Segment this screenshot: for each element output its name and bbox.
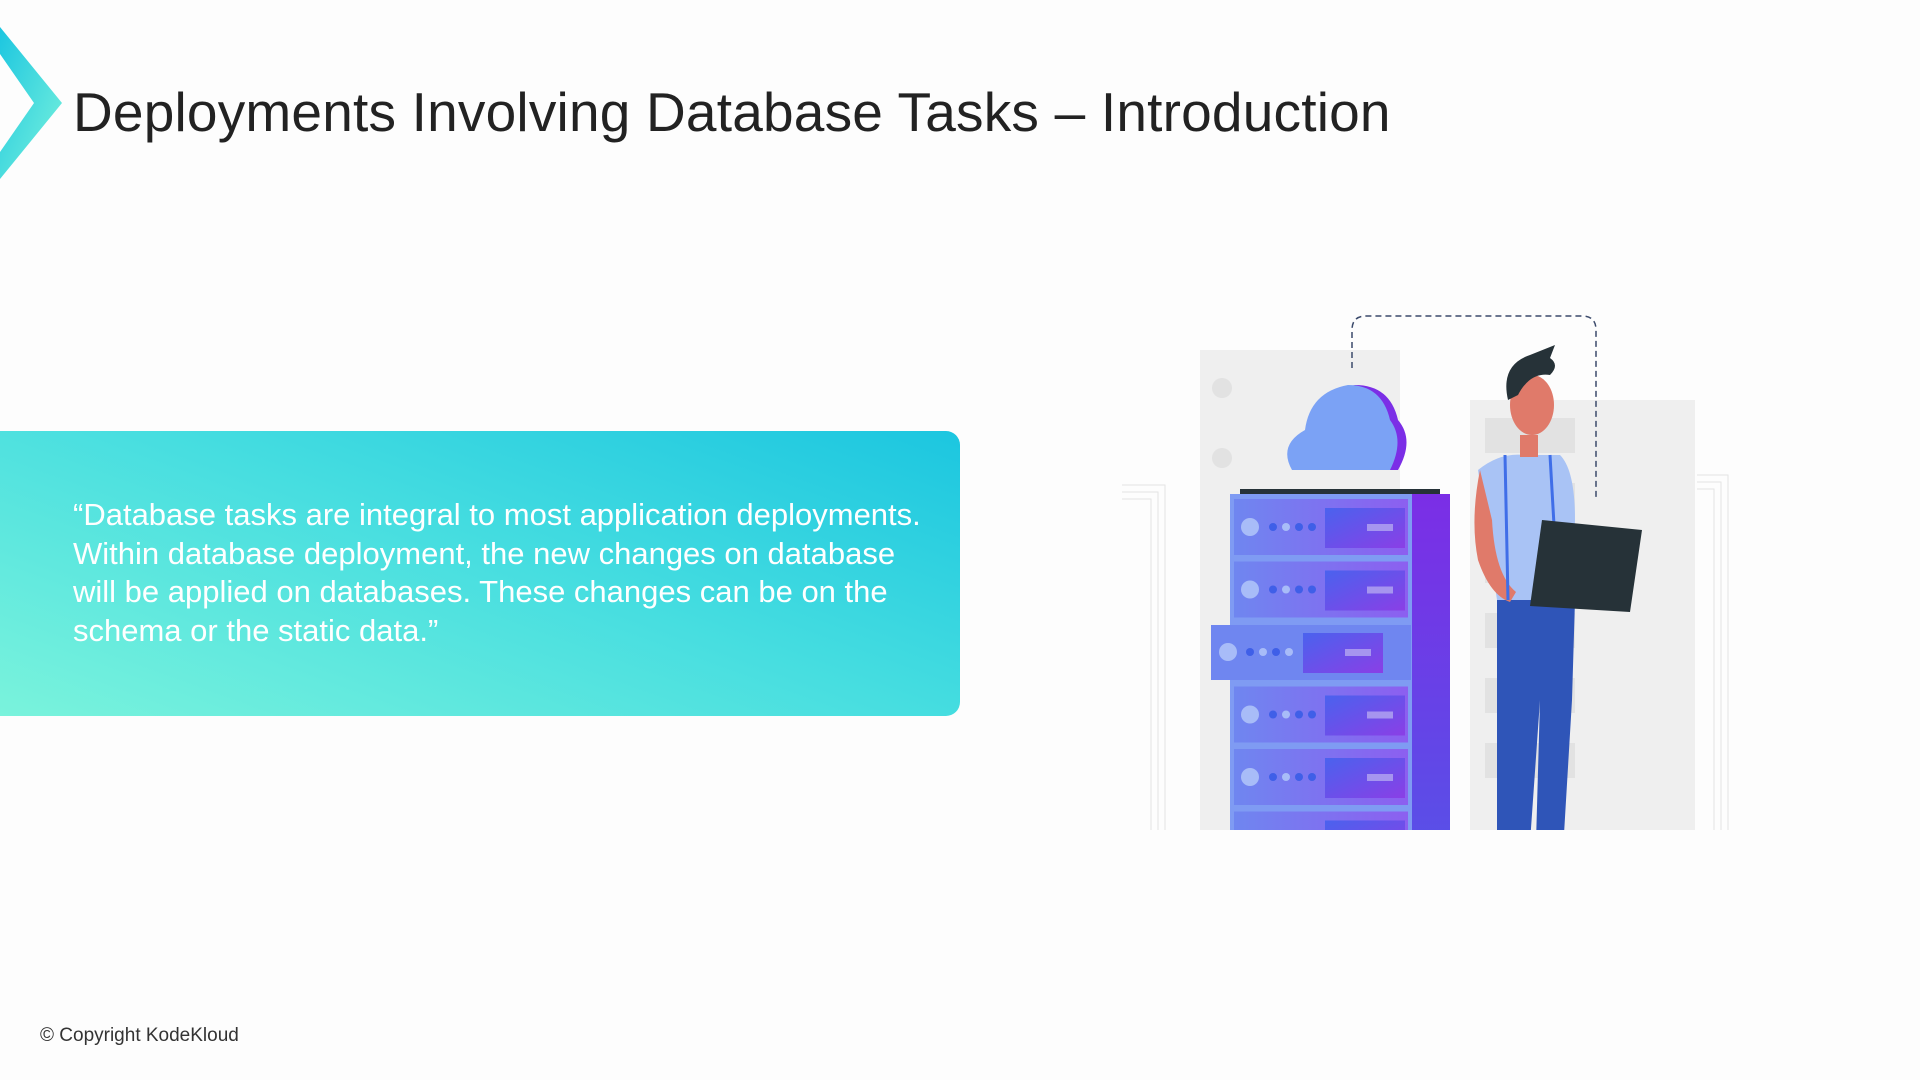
quote-text: “Database tasks are integral to most app… <box>73 497 921 648</box>
server-unit <box>1234 811 1408 830</box>
database-server-illustration: (function(){ var g=document.getElementBy… <box>1122 315 1729 830</box>
dashed-connection-line <box>1351 315 1597 500</box>
copyright-footer: © Copyright KodeKloud <box>40 1025 239 1046</box>
server-unit <box>1234 561 1408 618</box>
kodekloud-chevron-logo <box>0 27 62 179</box>
circuit-lines <box>1122 474 1729 830</box>
server-unit <box>1234 499 1408 555</box>
person-with-laptop <box>1474 345 1642 830</box>
server-unit <box>1234 749 1408 805</box>
server-rack <box>1211 489 1450 830</box>
page-title: Deployments Involving Database Tasks – I… <box>73 81 1391 143</box>
quote-banner <box>0 431 960 716</box>
server-unit <box>1234 686 1408 743</box>
cloud-icon <box>1287 385 1407 470</box>
